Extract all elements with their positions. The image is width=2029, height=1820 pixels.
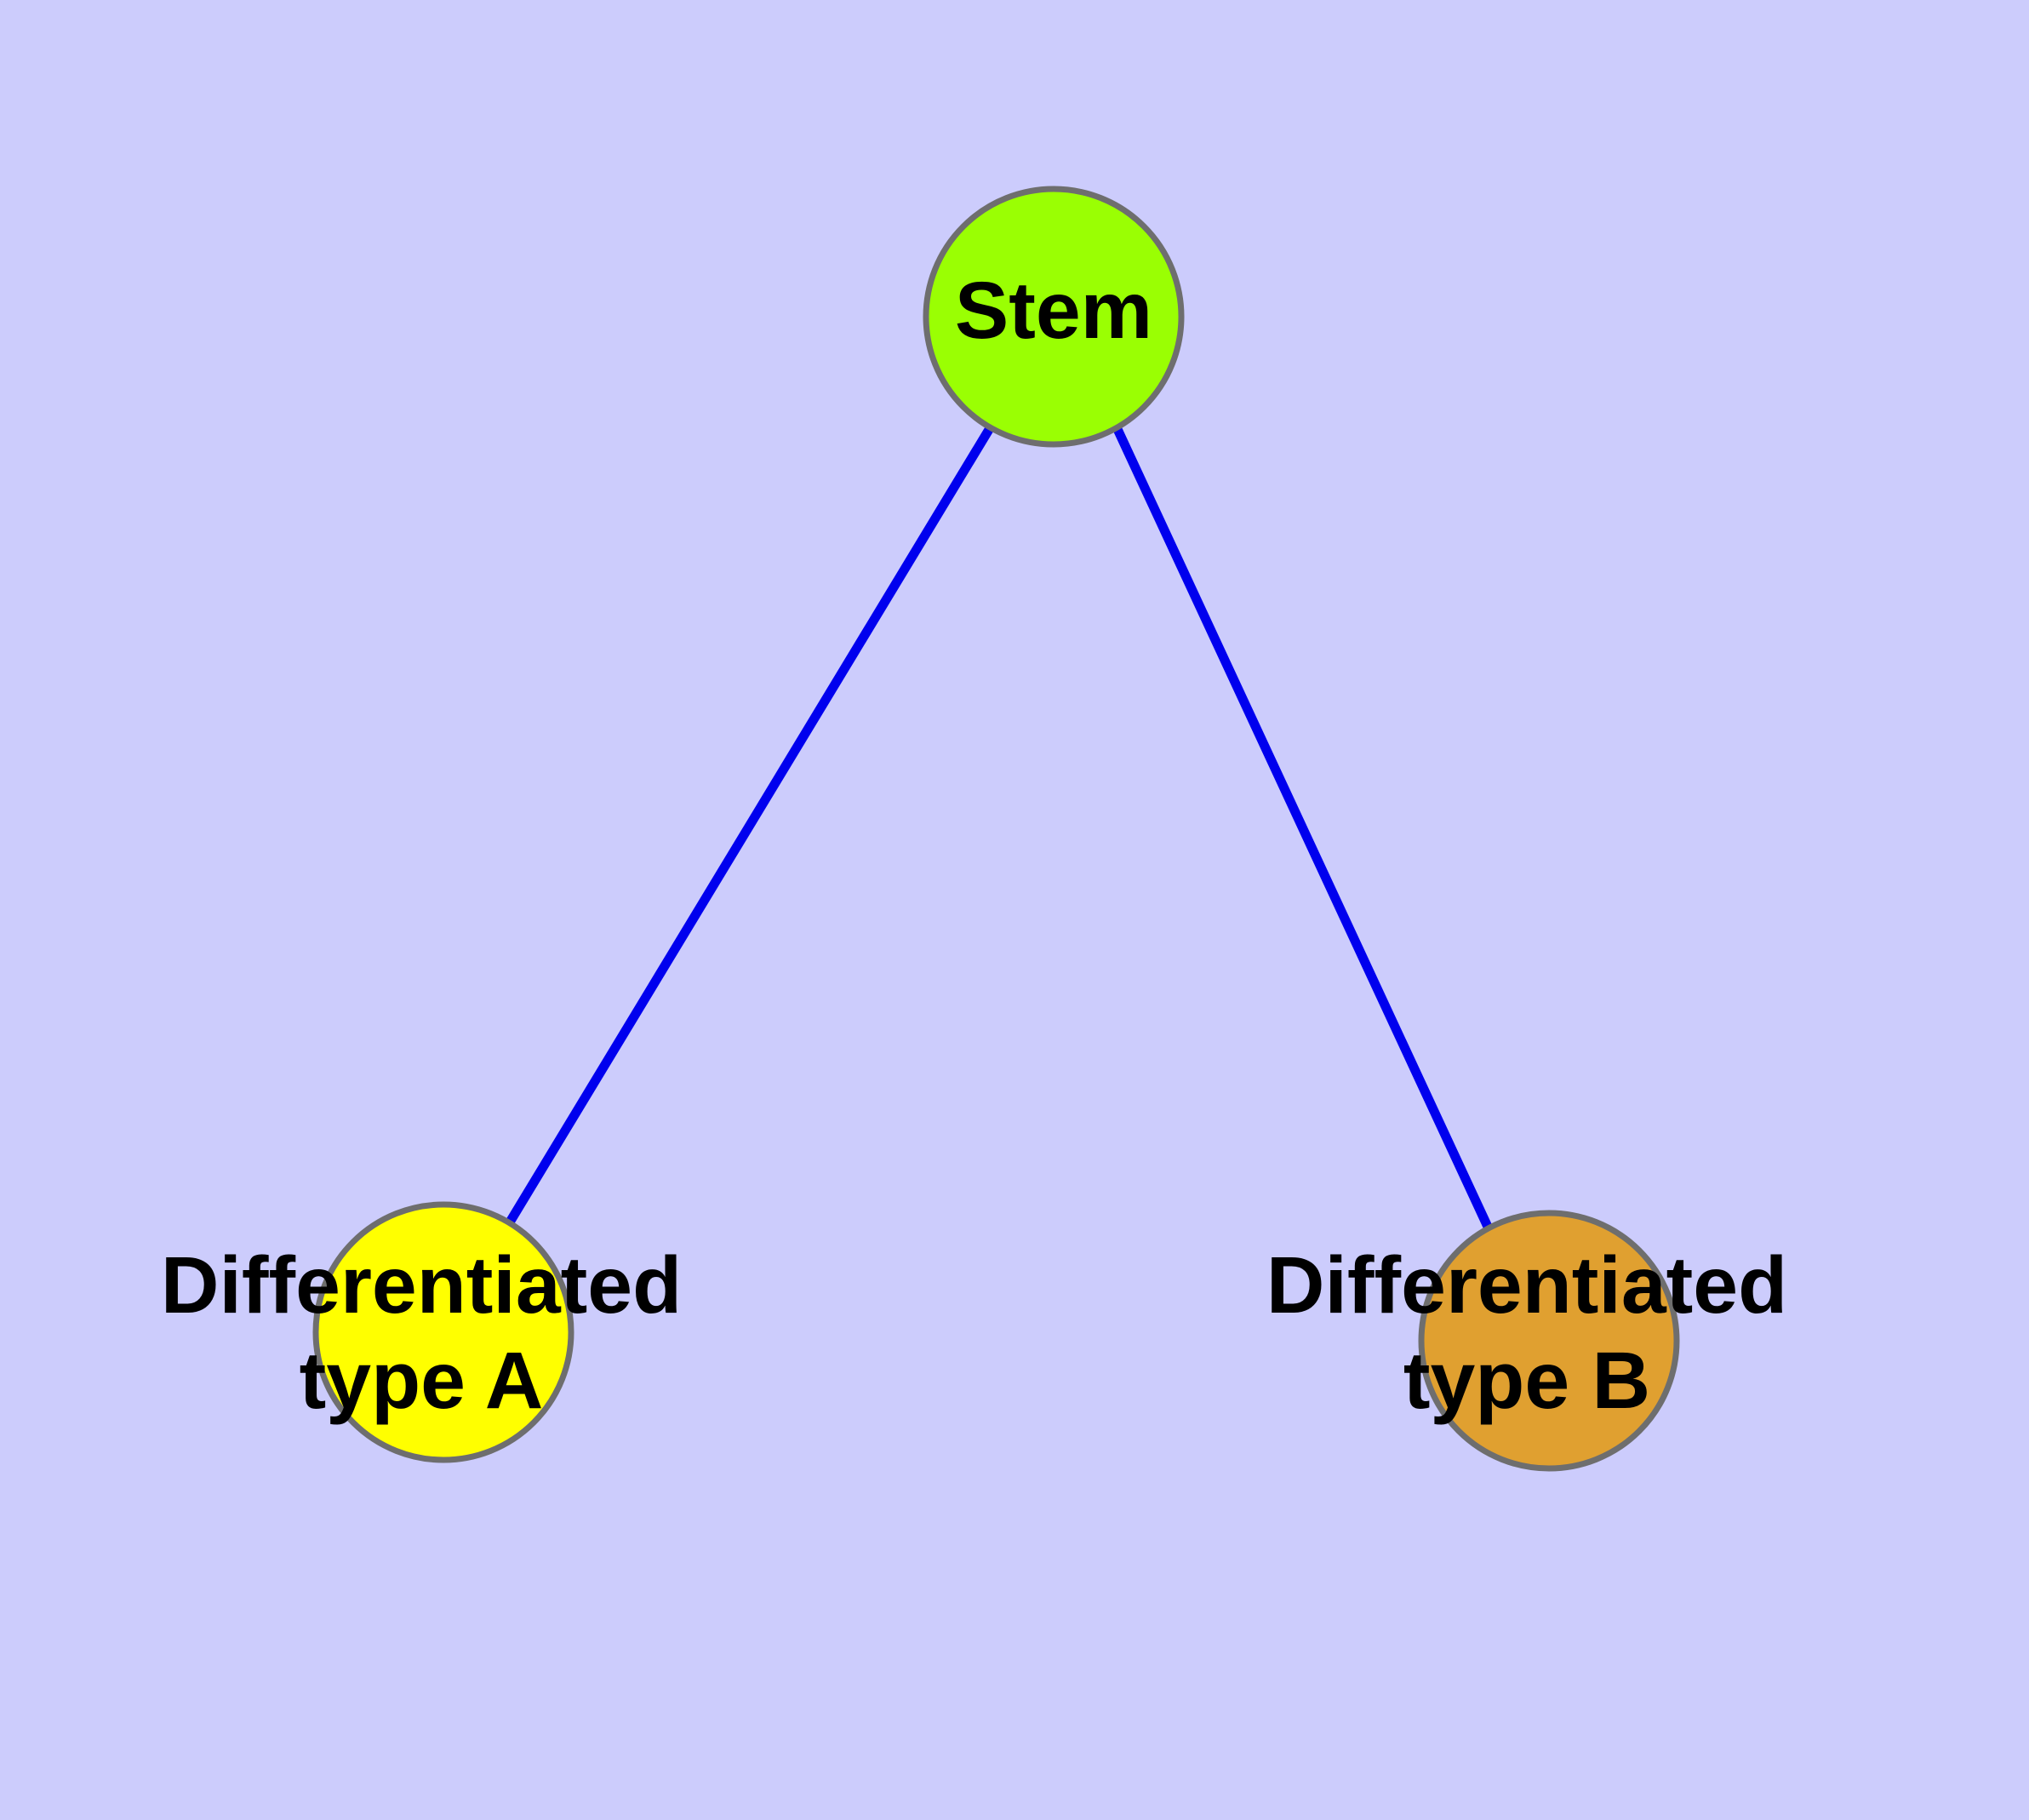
node-label-stem: Stem <box>955 266 1152 356</box>
graph-node-diff-a[interactable] <box>312 1201 574 1463</box>
edges-layer <box>506 425 1492 1229</box>
graph-edge-stem-to-diff-b <box>1112 425 1492 1229</box>
graph-edge-stem-to-diff-a <box>506 426 994 1223</box>
graph-node-stem[interactable] <box>923 186 1185 448</box>
node-label-line: type A <box>300 1336 544 1426</box>
nodes-layer <box>312 186 1680 1472</box>
node-label-line: Stem <box>955 266 1152 356</box>
graph-node-diff-b[interactable] <box>1418 1210 1680 1472</box>
node-label-line: Differentiated <box>161 1240 682 1331</box>
node-label-line: Differentiated <box>1266 1240 1787 1331</box>
node-label-line: type B <box>1403 1336 1650 1426</box>
